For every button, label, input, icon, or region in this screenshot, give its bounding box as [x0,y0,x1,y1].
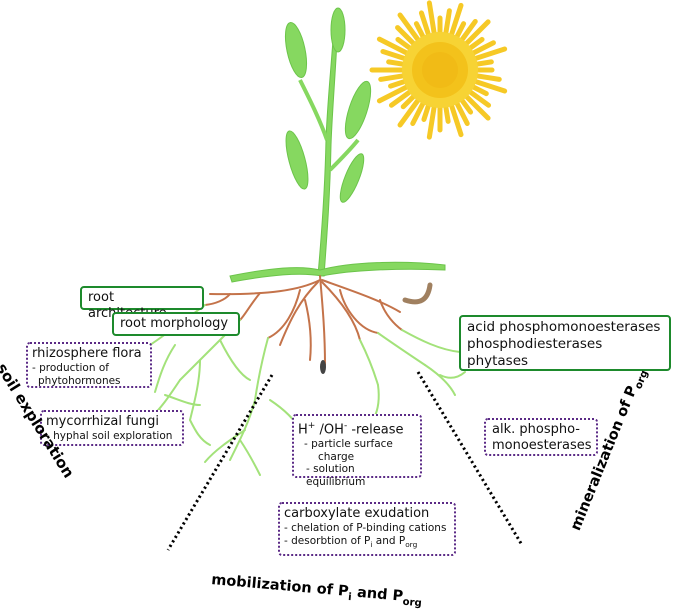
divider-lines [166,371,524,551]
carboxylate-line2: - desorbtion of Pi and Porg [284,534,418,549]
proton-release-title: H+ /OH- -release [298,421,404,438]
acid-enzymes-box: acid phosphomonoesterases phosphodiester… [459,315,671,371]
rhizosphere-flora-box: rhizosphere flora - production of phytoh… [26,342,152,388]
release-line1: - particle surface [304,438,393,451]
alk-phosphomonoesterases-box: alk. phospho- monoesterases [484,418,598,456]
carboxylate-line1: - chelation of P-binding cations [284,522,447,534]
acid-phosphomonoesterases-label: acid phosphomonoesterases [467,319,661,335]
phosphodiesterases-label: phosphodiesterases [467,336,603,352]
mycorrhizal-fungi-title: mycorrhizal fungi [46,414,159,429]
mycorrhizal-fungi-box: mycorrhizal fungi - hyphal soil explorat… [40,410,184,446]
carboxylate-exudation-title: carboxylate exudation [284,506,430,521]
plant-shoot [229,7,446,283]
rhizosphere-line1: - production of [32,362,109,374]
alk-line1: alk. phospho- [492,422,580,437]
release-line3: - solution equilibrium [306,463,366,488]
sunflower-icon [369,0,508,140]
proton-release-box: H+ /OH- -release - particle surface char… [292,414,422,488]
hyphae-network [119,304,466,476]
root-morphology-box: root morphology [112,312,240,336]
root-system [204,275,433,374]
rhizosphere-line2: phytohormones [38,374,121,387]
mycorrhizal-line1: - hyphal soil exploration [46,430,173,442]
root-architecture-box: root architecture [80,286,204,321]
rhizosphere-flora-title: rhizosphere flora [32,346,142,361]
phytases-label: phytases [467,353,529,369]
root-morphology-label: root morphology [120,316,229,331]
alk-line2: monoesterases [492,438,592,453]
carboxylate-exudation-box: carboxylate exudation - chelation of P-b… [278,502,456,556]
release-line2: charge [318,450,355,463]
